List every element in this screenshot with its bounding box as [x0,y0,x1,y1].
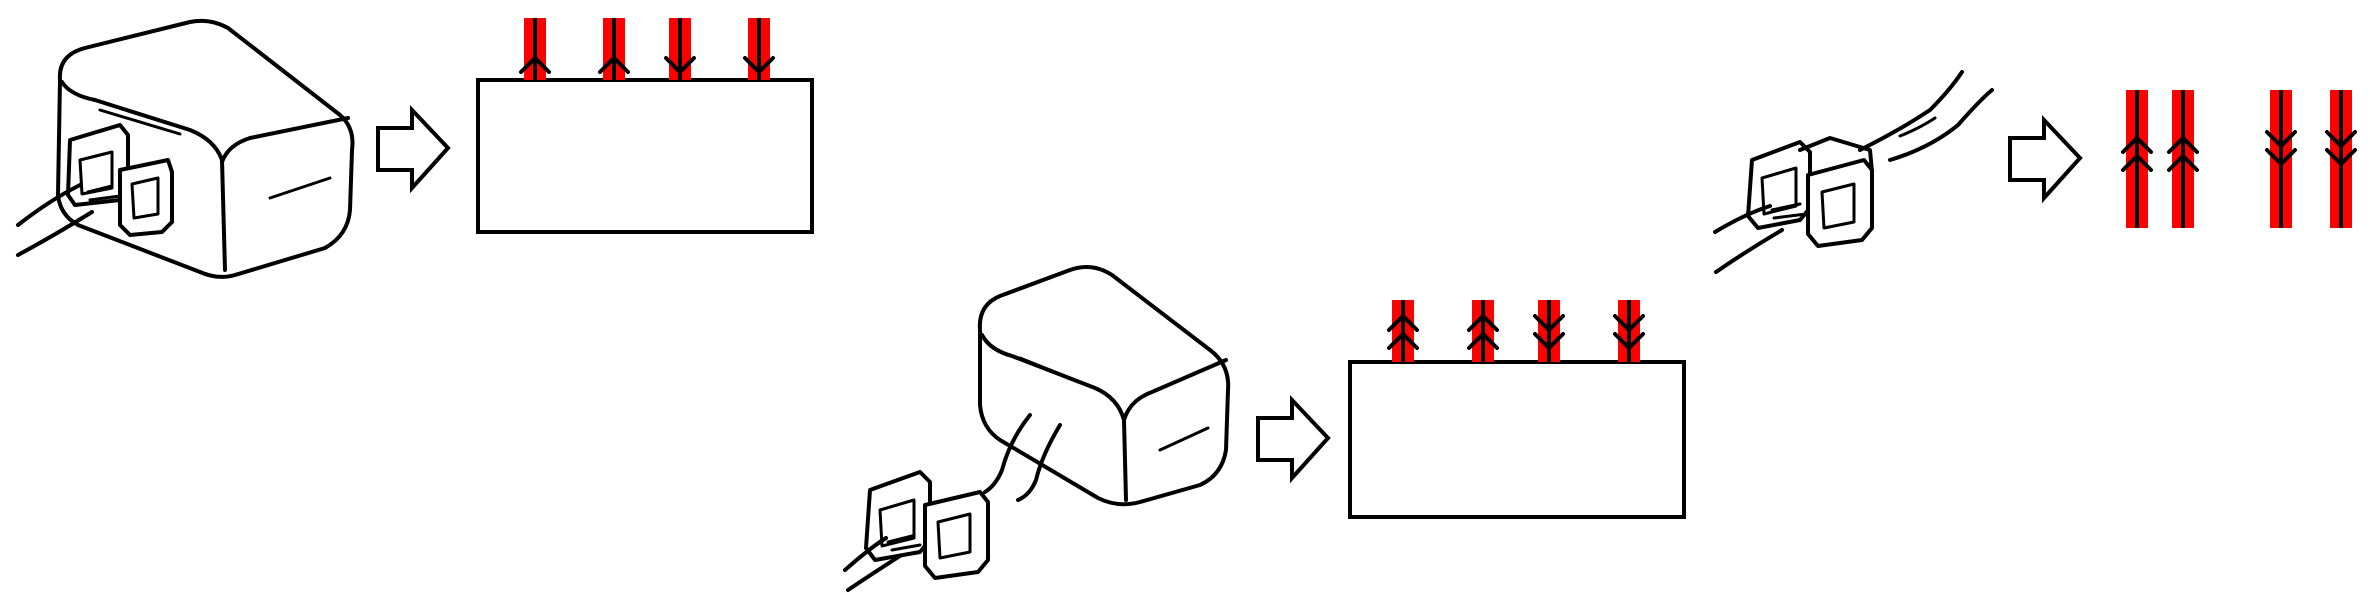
harness-connector-3 [1713,70,1994,274]
flow-arrow-2 [1256,394,1331,484]
terminal-2-4 [1613,300,1645,362]
terminal-1-4 [743,18,775,80]
terminal-3-3 [2265,90,2297,228]
flow-arrow-3 [2008,114,2083,204]
panel-1 [16,18,814,279]
flow-arrow-1 [376,104,451,194]
terminal-3-4 [2325,90,2357,228]
terminal-1-1 [519,18,551,80]
terminal-2-3 [1533,300,1565,362]
terminal-1-2 [598,18,630,80]
terminal-1-3 [664,18,696,80]
connector-face-box-2 [1348,360,1686,519]
panel-3 [1713,70,2357,274]
panel-2 [843,264,1686,592]
terminal-3-1 [2121,90,2153,228]
control-unit-2 [843,264,1231,592]
control-unit-1 [16,18,355,279]
connector-face-box-1 [476,78,814,234]
terminal-2-1 [1387,300,1419,362]
terminal-2-2 [1467,300,1499,362]
terminal-3-2 [2167,90,2199,228]
